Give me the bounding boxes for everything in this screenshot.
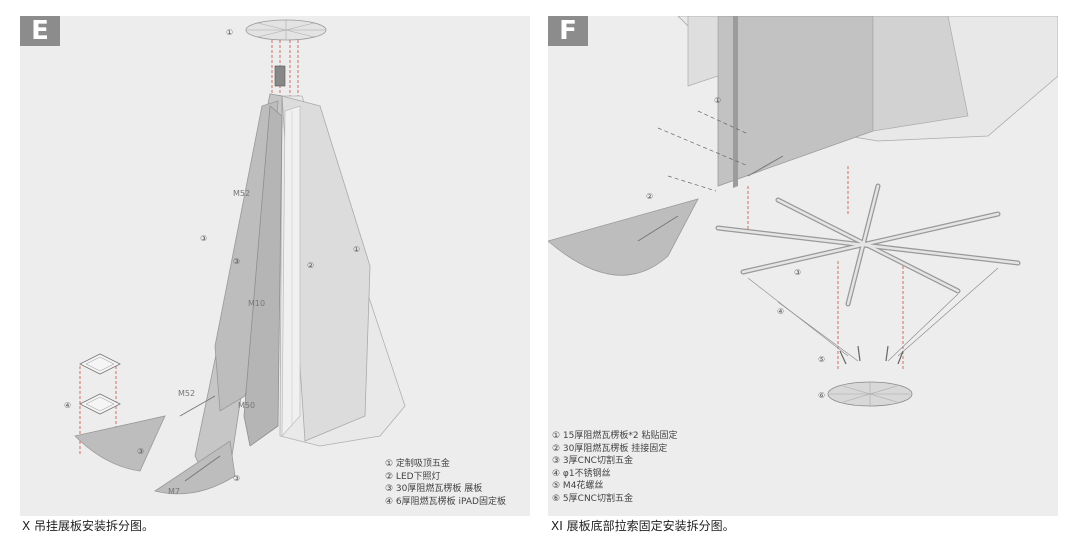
led-downlight: [274, 65, 286, 87]
legend-item: ② 30厚阻燃瓦楞板 挂接固定: [552, 443, 668, 454]
label-top-disc: ①: [226, 28, 233, 37]
base-disc: [827, 381, 913, 407]
cable-base-drawing: ① ② ③ ④ ⑤ ⑥: [548, 16, 1058, 407]
label-right-panel: ①: [353, 245, 360, 254]
material-mark: M52: [178, 389, 195, 398]
turnbuckle-bolts: [839, 345, 904, 365]
cone-display-panels: [194, 93, 406, 467]
upper-cone-panels: [677, 16, 1058, 188]
legend-item: ③ 3厚CNC切割五金: [552, 456, 633, 466]
panel-badge-f: F: [548, 16, 588, 46]
label-base: ⑥: [818, 391, 825, 400]
exploded-diagram-panel-f: F: [548, 16, 1058, 516]
caption-e: X 吊挂展板安装拆分图。: [22, 519, 155, 533]
legend-f: ① 15厚阻燃瓦楞板*2 粘贴固定 ② 30厚阻燃瓦楞板 挂接固定 ③ 3厚CN…: [552, 430, 677, 505]
legend-item: ⑥ 5厚CNC切割五金: [552, 493, 633, 504]
material-mark: M7: [168, 487, 180, 496]
steel-cables: [747, 267, 999, 362]
label-upper-panel: ①: [714, 96, 721, 105]
label-left-panel-inner: ③: [233, 257, 240, 266]
legend-item: ③ 30厚阻燃瓦楞板 展板: [385, 484, 483, 494]
small-leaf-left: [74, 415, 166, 472]
legend-item: ① 15厚阻燃瓦楞板*2 粘贴固定: [552, 431, 678, 441]
legend-item: ① 定制吸顶五金: [385, 459, 450, 469]
caption-f: XI 展板底部拉索固定安装拆分图。: [551, 519, 735, 533]
label-bolts: ⑤: [818, 355, 825, 364]
hanging-panel-drawing: ① ③ ③ ② ① ④ ③ ③ M52 M10 M52 M50 M7: [64, 19, 406, 496]
label-leaf: ②: [646, 192, 653, 201]
exploded-diagram-panel-e: E: [20, 16, 530, 516]
material-mark: M52: [233, 189, 250, 198]
label-left-panel: ③: [200, 234, 207, 243]
leaf-panel: [548, 198, 699, 276]
legend-item: ② LED下照灯: [385, 471, 441, 482]
label-cable: ④: [777, 307, 784, 316]
panel-badge-e: E: [20, 16, 60, 46]
label-frame: ③: [794, 268, 801, 277]
ipad-plates: [79, 353, 121, 415]
label-plates: ④: [64, 401, 71, 410]
legend-item: ④ 6厚阻燃瓦楞板 iPAD固定板: [385, 496, 506, 507]
label-small-leaf-bottom: ③: [233, 474, 240, 483]
legend-item: ④ φ1不锈钢丝: [552, 468, 611, 479]
material-mark: M50: [238, 401, 255, 410]
label-small-leaf-left: ③: [137, 447, 144, 456]
ceiling-hardware-disc: [245, 19, 327, 41]
label-center-panel: ②: [307, 261, 314, 270]
legend-e: ① 定制吸顶五金 ② LED下照灯 ③ 30厚阻燃瓦楞板 展板 ④ 6厚阻燃瓦楞…: [385, 458, 506, 508]
material-mark: M10: [248, 299, 265, 308]
legend-item: ⑤ M4花螺丝: [552, 481, 604, 491]
small-leaf-bottom: [154, 440, 236, 495]
